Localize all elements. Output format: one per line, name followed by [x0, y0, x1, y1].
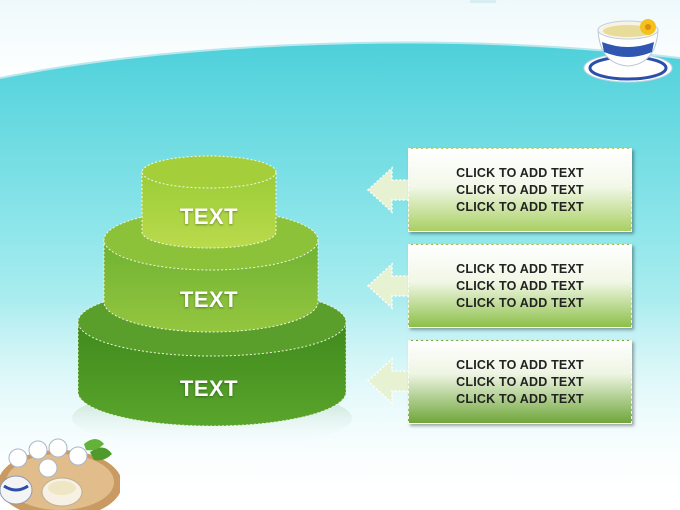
callout-box-3[interactable]: CLICK TO ADD TEXT CLICK TO ADD TEXT CLIC… — [408, 340, 632, 424]
callout-3-line-2[interactable]: CLICK TO ADD TEXT — [456, 374, 584, 389]
callout-1-line-3[interactable]: CLICK TO ADD TEXT — [456, 199, 584, 214]
teacup-image — [583, 19, 673, 83]
callout-2-line-1[interactable]: CLICK TO ADD TEXT — [456, 261, 584, 276]
callout-box-1[interactable]: CLICK TO ADD TEXT CLICK TO ADD TEXT CLIC… — [408, 148, 632, 232]
tea-set-image — [0, 438, 120, 510]
callout-3-line-3[interactable]: CLICK TO ADD TEXT — [456, 391, 584, 406]
callout-2-line-2[interactable]: CLICK TO ADD TEXT — [456, 278, 584, 293]
callout-1-line-2[interactable]: CLICK TO ADD TEXT — [456, 182, 584, 197]
callout-box-2[interactable]: CLICK TO ADD TEXT CLICK TO ADD TEXT CLIC… — [408, 244, 632, 328]
tier-bottom-label[interactable]: TEXT — [179, 376, 239, 401]
tier-top[interactable] — [141, 155, 277, 249]
tier-top-label[interactable]: TEXT — [179, 204, 239, 229]
callout-2-line-3[interactable]: CLICK TO ADD TEXT — [456, 295, 584, 310]
callout-3-line-1[interactable]: CLICK TO ADD TEXT — [456, 357, 584, 372]
tier-middle-label[interactable]: TEXT — [179, 287, 239, 312]
callout-1-line-1[interactable]: CLICK TO ADD TEXT — [456, 165, 584, 180]
